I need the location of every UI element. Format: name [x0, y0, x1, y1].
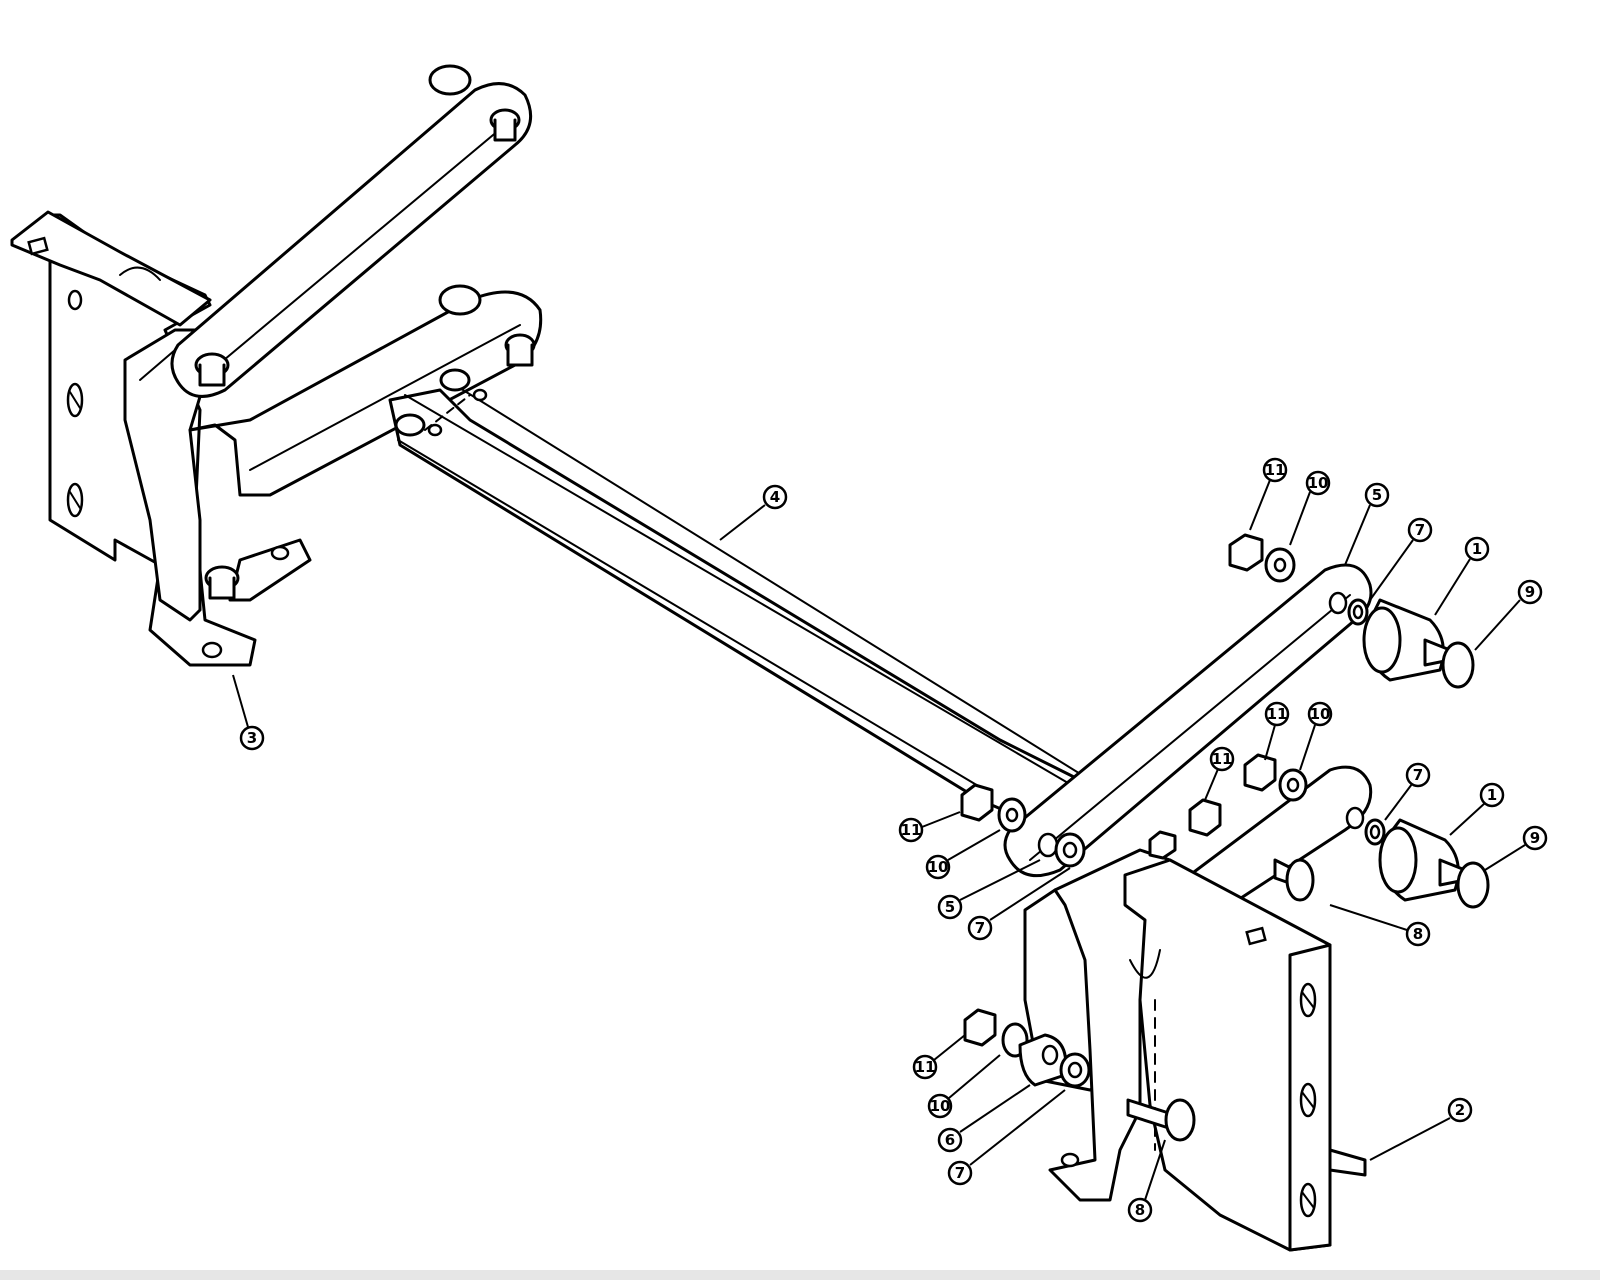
callout-9: 9 [1522, 825, 1548, 851]
svg-text:11: 11 [901, 821, 922, 839]
left-upper-arm [170, 64, 533, 398]
nut-11-e [963, 1008, 997, 1047]
svg-text:11: 11 [915, 1058, 936, 1076]
svg-text:11: 11 [1212, 750, 1233, 768]
pin-9-b [1456, 861, 1490, 909]
svg-text:7: 7 [1415, 521, 1425, 539]
svg-text:6: 6 [945, 1131, 955, 1149]
left-bracket [10, 210, 257, 667]
svg-text:9: 9 [1525, 583, 1535, 601]
callout-10: 10 [925, 854, 951, 880]
callout-9: 9 [1517, 579, 1543, 605]
callout-10: 10 [1307, 701, 1333, 727]
callout-11: 11 [1209, 746, 1235, 772]
callout-8: 8 [1127, 1197, 1153, 1223]
callout-5: 5 [1364, 482, 1390, 508]
svg-text:1: 1 [1487, 786, 1497, 804]
svg-text:7: 7 [955, 1164, 965, 1182]
left-lower-arm [188, 284, 543, 497]
svg-text:8: 8 [1135, 1201, 1145, 1219]
callout-1: 1 [1479, 782, 1505, 808]
callout-4: 4 [762, 484, 788, 510]
hardware-nuts-washers [960, 533, 1490, 1142]
right-bracket [1023, 848, 1367, 1252]
right-lower-arm [1168, 765, 1373, 917]
callout-2: 2 [1447, 1097, 1473, 1123]
svg-text:11: 11 [1267, 705, 1288, 723]
callout-7: 7 [1407, 517, 1433, 543]
callout-11: 11 [1262, 457, 1288, 483]
nut-11-c [1188, 798, 1222, 837]
svg-text:10: 10 [928, 858, 949, 876]
svg-text:5: 5 [1372, 486, 1382, 504]
svg-text:7: 7 [1413, 766, 1423, 784]
callout-7: 7 [967, 915, 993, 941]
callout-8: 8 [1405, 921, 1431, 947]
nut-11-a [1228, 533, 1264, 572]
cross-bar [388, 368, 1092, 832]
svg-text:10: 10 [1308, 474, 1329, 492]
svg-text:10: 10 [930, 1097, 951, 1115]
svg-text:8: 8 [1413, 925, 1423, 943]
callout-6: 6 [937, 1127, 963, 1153]
callout-10: 10 [1305, 470, 1331, 496]
callout-1: 1 [1464, 536, 1490, 562]
svg-text:9: 9 [1530, 829, 1540, 847]
callouts: 11 10 5 7 1 9 4 3 11 10 11 7 1 9 11 10 5… [239, 457, 1548, 1223]
leader-lines [232, 479, 1526, 1201]
svg-text:10: 10 [1310, 705, 1331, 723]
left-bracket-lower-plate [204, 538, 312, 602]
svg-text:7: 7 [975, 919, 985, 937]
svg-text:3: 3 [247, 729, 257, 747]
callout-10: 10 [927, 1093, 953, 1119]
callout-3: 3 [239, 725, 265, 751]
pin-9-a [1441, 641, 1475, 689]
svg-text:4: 4 [770, 488, 780, 506]
svg-text:2: 2 [1455, 1101, 1465, 1119]
svg-text:11: 11 [1265, 461, 1286, 479]
svg-text:5: 5 [945, 898, 955, 916]
callout-11: 11 [898, 817, 924, 843]
callout-7: 7 [947, 1160, 973, 1186]
callout-7: 7 [1405, 762, 1431, 788]
svg-text:1: 1 [1472, 540, 1482, 558]
bottom-edge-strip [0, 1270, 1600, 1280]
callout-11: 11 [912, 1054, 938, 1080]
nut-11-b [1243, 753, 1277, 792]
nut-11-d [960, 783, 994, 822]
callout-11: 11 [1264, 701, 1290, 727]
callout-5: 5 [937, 894, 963, 920]
